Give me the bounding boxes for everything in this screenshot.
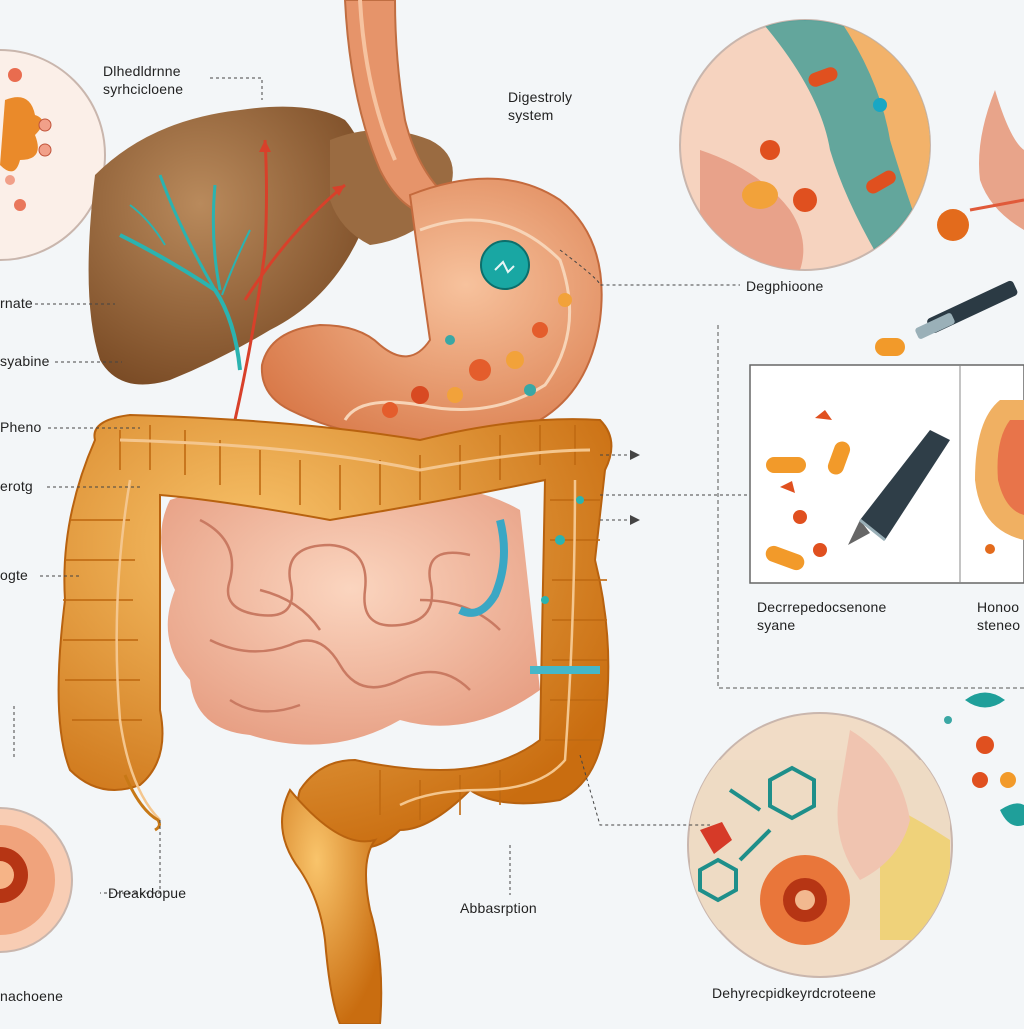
detail-circle-top-right xyxy=(679,19,1024,271)
label-bottom-left: nachoene xyxy=(0,988,64,1004)
teal-vessels xyxy=(458,496,600,674)
large-intestine xyxy=(57,413,613,1025)
detail-circle-bottom-right xyxy=(687,712,953,978)
detail-circle-top-left xyxy=(0,49,106,261)
detail-circle-bottom-left xyxy=(0,807,73,953)
label-top-left-title: Dlhedldrnne syrhcicloene xyxy=(103,63,184,97)
leader-lines xyxy=(13,77,750,895)
stomach xyxy=(260,177,603,446)
label-left-5: ogte xyxy=(0,567,29,583)
label-left-2: syabine xyxy=(0,353,50,369)
label-right-upper: Degphioone xyxy=(746,278,824,294)
scattered-pills xyxy=(944,692,1024,826)
label-left-1: rnate xyxy=(0,295,33,311)
label-center-bottom: Abbasrption xyxy=(460,900,537,916)
label-bottom-left-mid: Dreakdopue xyxy=(108,885,187,901)
label-panel-left: Decrrepedocsenone syane xyxy=(757,599,887,633)
small-intestine xyxy=(161,485,540,745)
label-panel-right: Honoo steneo xyxy=(977,599,1021,633)
label-right-bottom: Dehyrecpidkeyrdcroteene xyxy=(712,985,877,1001)
label-top-center-title: Digestroly system xyxy=(508,89,573,123)
syringe-top xyxy=(875,280,1018,356)
label-left-3: Pheno xyxy=(0,419,42,435)
label-left-4: erotg xyxy=(0,478,33,494)
detail-panel-right xyxy=(717,325,1024,689)
